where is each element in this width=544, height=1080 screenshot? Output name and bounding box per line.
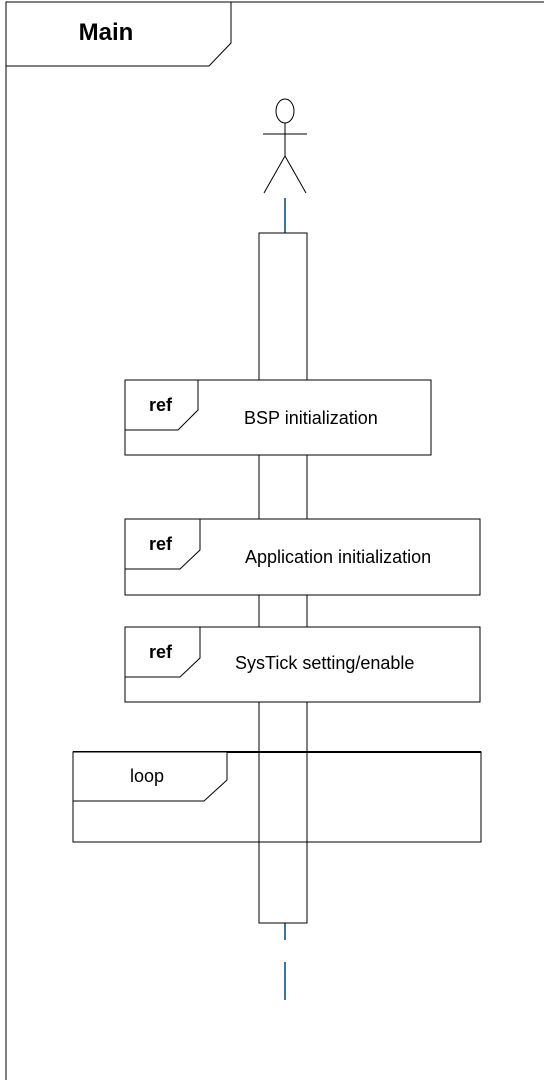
loop-fragment [72, 751, 482, 843]
ref-tag-2: ref [149, 534, 173, 554]
ref-frame-application [124, 518, 481, 596]
ref-label-application: Application initialization [245, 547, 432, 567]
ref-tag-1: ref [149, 395, 173, 415]
loop-label: loop [130, 766, 165, 786]
ref-label-bsp: BSP initialization [244, 408, 378, 428]
ref-label-systick: SysTick setting/enable [235, 653, 415, 673]
actor-icon [263, 98, 307, 194]
ref-frame-systick [124, 626, 481, 703]
frame-title: Main [78, 19, 134, 46]
ref-frame-bsp [124, 379, 432, 456]
frame-title-tab [5, 1, 232, 67]
ref-tag-3: ref [149, 642, 173, 662]
